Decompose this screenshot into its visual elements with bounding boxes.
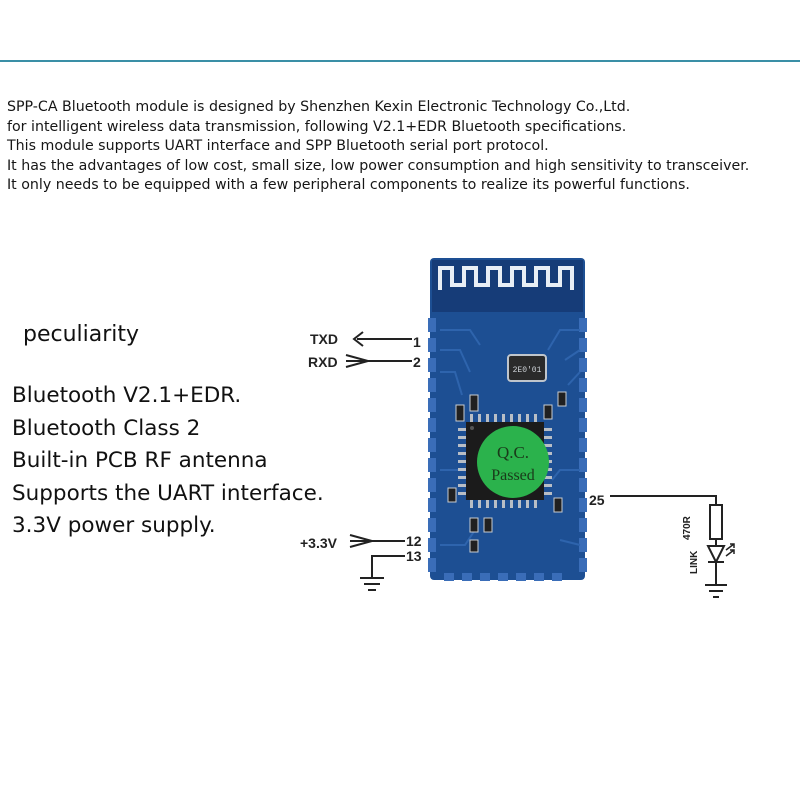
intro-line: for intelligent wireless data transmissi… bbox=[7, 118, 627, 135]
crystal-marking: 2E0'01 bbox=[513, 366, 542, 375]
qc-line-1: Q.C. bbox=[497, 443, 529, 462]
txd-signal: TXD 1 bbox=[310, 331, 421, 350]
txd-label: TXD bbox=[310, 331, 338, 347]
link-led-circuit: 25 470R LINK bbox=[589, 492, 735, 598]
features-list: Bluetooth V2.1+EDR. Bluetooth Class 2 Bu… bbox=[12, 380, 324, 543]
vcc-signal: +3.3V 12 bbox=[300, 533, 422, 551]
pcb-antenna bbox=[438, 266, 574, 290]
rxd-label: RXD bbox=[308, 354, 338, 370]
pin-12-label: 12 bbox=[406, 533, 422, 549]
resistor-label: 470R bbox=[682, 515, 693, 540]
led-symbol bbox=[706, 545, 726, 565]
pin-25-label: 25 bbox=[589, 492, 605, 508]
led-label: LINK bbox=[689, 550, 700, 574]
intro-line: This module supports UART interface and … bbox=[7, 138, 549, 154]
gnd-signal: 13 bbox=[360, 548, 422, 591]
feature-item: 3.3V power supply. bbox=[12, 513, 216, 538]
intro-text: SPP-CA Bluetooth module is designed by S… bbox=[7, 98, 797, 196]
pcb-board: 2E0'01 bbox=[428, 258, 587, 581]
qc-line-2: Passed bbox=[491, 467, 535, 484]
crystal-chip bbox=[507, 354, 547, 382]
top-divider bbox=[0, 60, 800, 62]
pin-13-label: 13 bbox=[406, 548, 422, 564]
pin-1-label: 1 bbox=[413, 334, 421, 350]
feature-item: Built-in PCB RF antenna bbox=[12, 448, 268, 473]
feature-item: Supports the UART interface. bbox=[12, 480, 324, 506]
intro-line: SPP-CA Bluetooth module is designed by S… bbox=[7, 99, 631, 115]
intro-line: It only needs to be equipped with a few … bbox=[7, 177, 690, 193]
pin-2-label: 2 bbox=[413, 354, 421, 370]
resistor-symbol bbox=[709, 504, 723, 540]
feature-item: Bluetooth Class 2 bbox=[12, 415, 201, 441]
intro-line: It has the advantages of low cost, small… bbox=[7, 157, 750, 174]
qc-passed-sticker: Q.C. Passed bbox=[477, 426, 549, 498]
rxd-signal: RXD 2 bbox=[308, 354, 421, 370]
features-title: peculiarity bbox=[23, 322, 140, 347]
feature-item: Bluetooth V2.1+EDR. bbox=[12, 383, 242, 408]
vcc-label: +3.3V bbox=[300, 535, 338, 551]
